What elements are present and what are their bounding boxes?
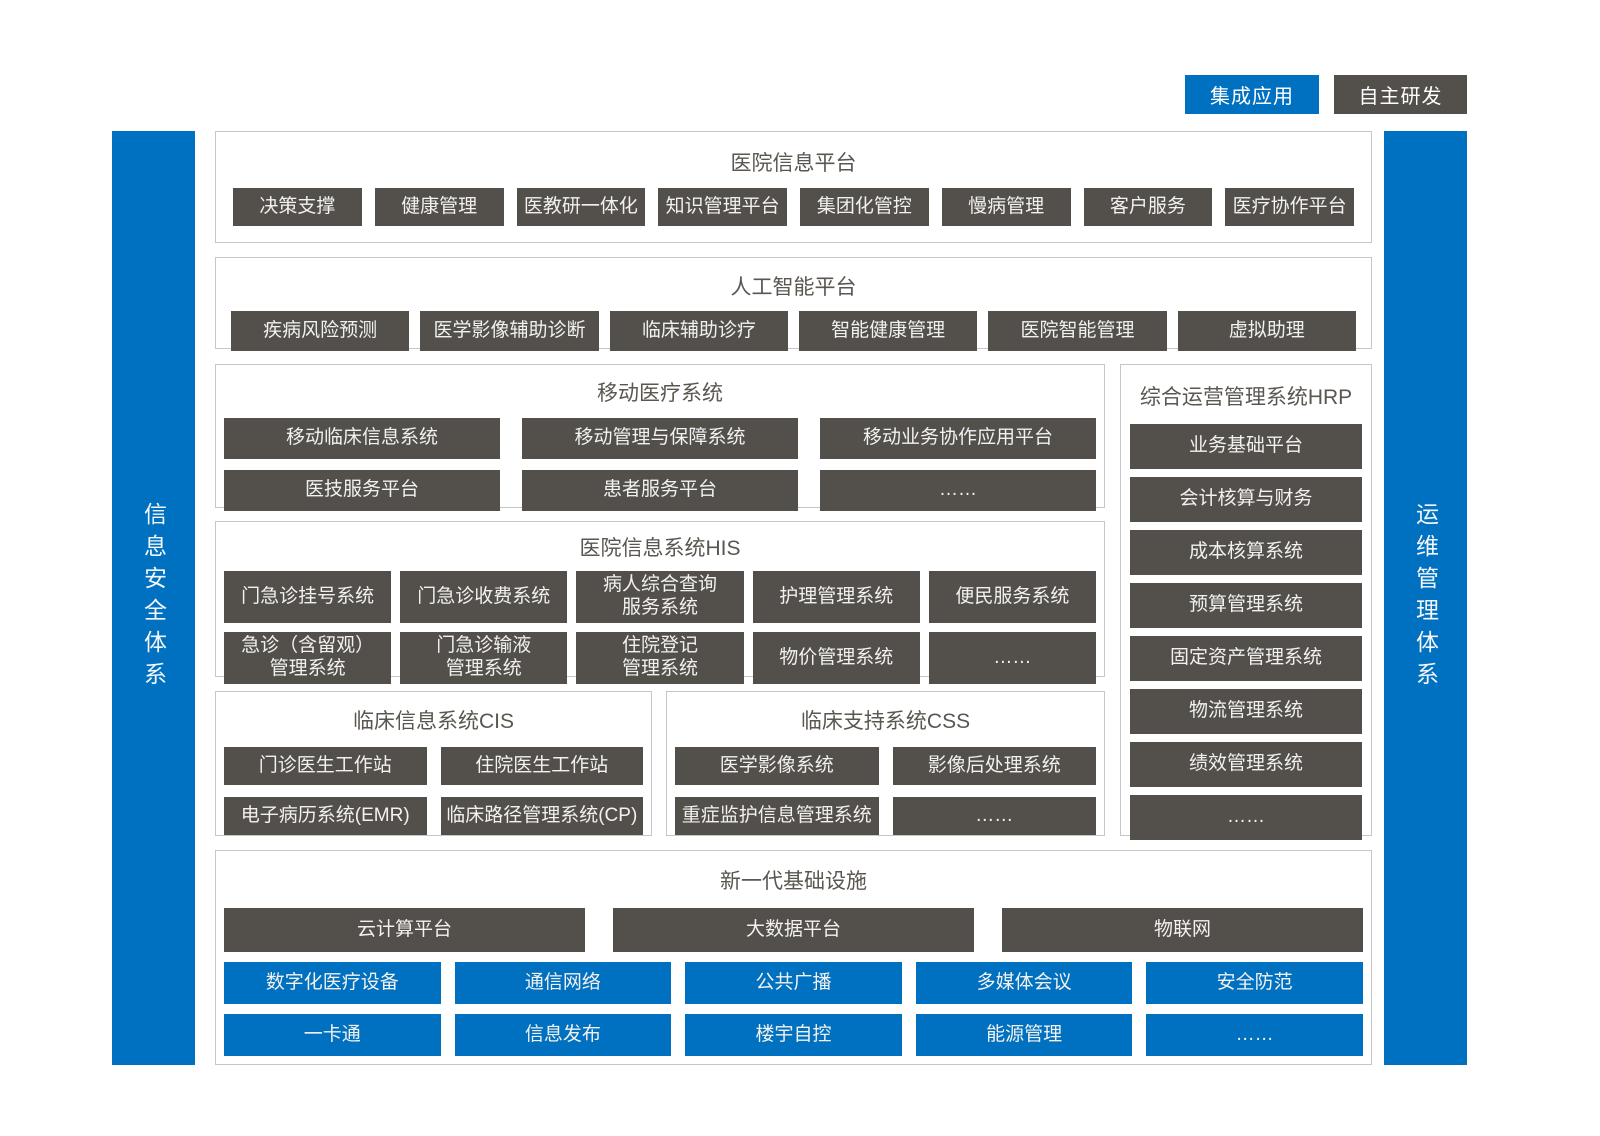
module-box: 临床路径管理系统(CP) — [440, 797, 643, 835]
module-row: 医技服务平台 患者服务平台 …… — [216, 470, 1104, 511]
module-box: 楼宇自控 — [685, 1014, 902, 1056]
module-box: 信息发布 — [454, 1014, 672, 1056]
module-row: 电子病历系统(EMR) 临床路径管理系统(CP) — [216, 797, 651, 835]
section-infrastructure: 新一代基础设施 云计算平台 大数据平台 物联网 数字化医疗设备 通信网络 公共广… — [215, 850, 1372, 1065]
module-box: 智能健康管理 — [798, 311, 978, 351]
module-box: …… — [1130, 795, 1362, 840]
module-box: 固定资产管理系统 — [1130, 636, 1362, 681]
module-row: 疾病风险预测 医学影像辅助诊断 临床辅助诊疗 智能健康管理 医院智能管理 虚拟助… — [216, 311, 1371, 351]
module-box: 大数据平台 — [613, 908, 974, 952]
module-box: 医技服务平台 — [224, 470, 500, 511]
module-box: 数字化医疗设备 — [224, 962, 441, 1004]
module-box: 病人综合查询 服务系统 — [576, 571, 744, 623]
module-box: 通信网络 — [454, 962, 672, 1004]
legend-self-developed: 自主研发 — [1334, 75, 1467, 114]
ops-management-bar: 运维管理体系 — [1384, 131, 1467, 1065]
module-box: 患者服务平台 — [522, 470, 798, 511]
module-box: 影像后处理系统 — [892, 747, 1096, 785]
module-box: 移动临床信息系统 — [224, 418, 500, 459]
module-box: …… — [892, 797, 1096, 835]
module-box: 能源管理 — [915, 1014, 1133, 1056]
section-cis: 临床信息系统CIS 门诊医生工作站 住院医生工作站 电子病历系统(EMR) 临床… — [215, 691, 652, 836]
module-box: 会计核算与财务 — [1130, 477, 1362, 522]
module-row: 数字化医疗设备 通信网络 公共广播 多媒体会议 安全防范 — [216, 962, 1371, 1004]
module-box: 集团化管控 — [800, 188, 929, 226]
module-box: 物流管理系统 — [1130, 689, 1362, 734]
module-box: 预算管理系统 — [1130, 583, 1362, 628]
module-box: 移动管理与保障系统 — [522, 418, 798, 459]
section-title: 医院信息系统HIS — [579, 537, 741, 560]
info-security-bar: 信息安全体系 — [112, 131, 195, 1065]
module-box: 成本核算系统 — [1130, 530, 1362, 575]
module-box: 电子病历系统(EMR) — [224, 797, 427, 835]
section-hospital-info-platform: 医院信息平台 决策支撑 健康管理 医教研一体化 知识管理平台 集团化管控 慢病管… — [215, 131, 1372, 243]
module-row: 重症监护信息管理系统 …… — [667, 797, 1104, 835]
module-box: 慢病管理 — [941, 188, 1071, 226]
module-box: …… — [928, 632, 1097, 684]
module-box: 重症监护信息管理系统 — [675, 797, 879, 835]
section-his: 医院信息系统HIS 门急诊挂号系统 门急诊收费系统 病人综合查询 服务系统 护理… — [215, 521, 1105, 684]
module-row: 门诊医生工作站 住院医生工作站 — [216, 747, 651, 785]
module-box: 医学影像辅助诊断 — [420, 311, 599, 351]
module-box: …… — [820, 470, 1096, 511]
module-box: …… — [1146, 1014, 1363, 1056]
module-box: 绩效管理系统 — [1130, 742, 1362, 787]
module-box: 医疗协作平台 — [1225, 188, 1354, 226]
module-row: 移动临床信息系统 移动管理与保障系统 移动业务协作应用平台 — [216, 418, 1104, 459]
section-title: 临床支持系统CSS — [800, 710, 971, 733]
module-box: 便民服务系统 — [928, 571, 1097, 623]
section-title: 新一代基础设施 — [720, 870, 867, 893]
module-box: 医教研一体化 — [516, 188, 646, 226]
section-title: 临床信息系统CIS — [352, 710, 514, 733]
legend-integrated-app: 集成应用 — [1185, 75, 1319, 114]
module-box: 护理管理系统 — [752, 571, 920, 623]
module-box: 安全防范 — [1146, 962, 1363, 1004]
module-box: 物联网 — [1002, 908, 1363, 952]
module-row: 门急诊挂号系统 门急诊收费系统 病人综合查询 服务系统 护理管理系统 便民服务系… — [216, 571, 1104, 623]
module-box: 门急诊收费系统 — [400, 571, 568, 623]
module-box: 云计算平台 — [224, 908, 585, 952]
module-box: 公共广播 — [685, 962, 902, 1004]
module-box: 物价管理系统 — [752, 632, 920, 684]
module-box: 虚拟助理 — [1177, 311, 1356, 351]
module-box: 业务基础平台 — [1130, 424, 1362, 469]
module-row: 云计算平台 大数据平台 物联网 — [216, 908, 1371, 952]
module-box: 门诊医生工作站 — [224, 747, 427, 785]
module-box: 门急诊挂号系统 — [224, 571, 392, 623]
section-title: 移动医疗系统 — [597, 382, 723, 405]
module-row: 决策支撑 健康管理 医教研一体化 知识管理平台 集团化管控 慢病管理 客户服务 … — [216, 188, 1371, 226]
module-column: 业务基础平台 会计核算与财务 成本核算系统 预算管理系统 固定资产管理系统 物流… — [1121, 424, 1371, 840]
module-box: 移动业务协作应用平台 — [820, 418, 1096, 459]
section-mobile-medical: 移动医疗系统 移动临床信息系统 移动管理与保障系统 移动业务协作应用平台 医技服… — [215, 364, 1105, 511]
module-box: 知识管理平台 — [658, 188, 787, 226]
module-box: 住院医生工作站 — [440, 747, 643, 785]
section-title: 人工智能平台 — [730, 276, 857, 299]
section-ai-platform: 人工智能平台 疾病风险预测 医学影像辅助诊断 临床辅助诊疗 智能健康管理 医院智… — [215, 257, 1372, 351]
module-box: 医院智能管理 — [988, 311, 1167, 351]
module-row: 一卡通 信息发布 楼宇自控 能源管理 …… — [216, 1014, 1371, 1056]
section-hrp: 综合运营管理系统HRP 业务基础平台 会计核算与财务 成本核算系统 预算管理系统… — [1120, 364, 1372, 840]
section-title: 医院信息平台 — [730, 152, 857, 175]
module-box: 健康管理 — [374, 188, 504, 226]
module-box: 客户服务 — [1083, 188, 1213, 226]
module-box: 门急诊输液 管理系统 — [400, 632, 568, 684]
section-css: 临床支持系统CSS 医学影像系统 影像后处理系统 重症监护信息管理系统 …… — [666, 691, 1105, 836]
module-box: 医学影像系统 — [675, 747, 879, 785]
module-box: 临床辅助诊疗 — [609, 311, 788, 351]
module-box: 多媒体会议 — [915, 962, 1133, 1004]
section-title: 综合运营管理系统HRP — [1139, 386, 1353, 409]
info-security-label: 信息安全体系 — [140, 502, 167, 694]
module-box: 一卡通 — [224, 1014, 441, 1056]
module-box: 决策支撑 — [233, 188, 362, 226]
ops-management-label: 运维管理体系 — [1412, 502, 1439, 694]
module-row: 急诊（含留观） 管理系统 门急诊输液 管理系统 住院登记 管理系统 物价管理系统… — [216, 632, 1104, 684]
module-row: 医学影像系统 影像后处理系统 — [667, 747, 1104, 785]
module-box: 疾病风险预测 — [231, 311, 410, 351]
module-box: 住院登记 管理系统 — [576, 632, 744, 684]
module-box: 急诊（含留观） 管理系统 — [224, 632, 392, 684]
